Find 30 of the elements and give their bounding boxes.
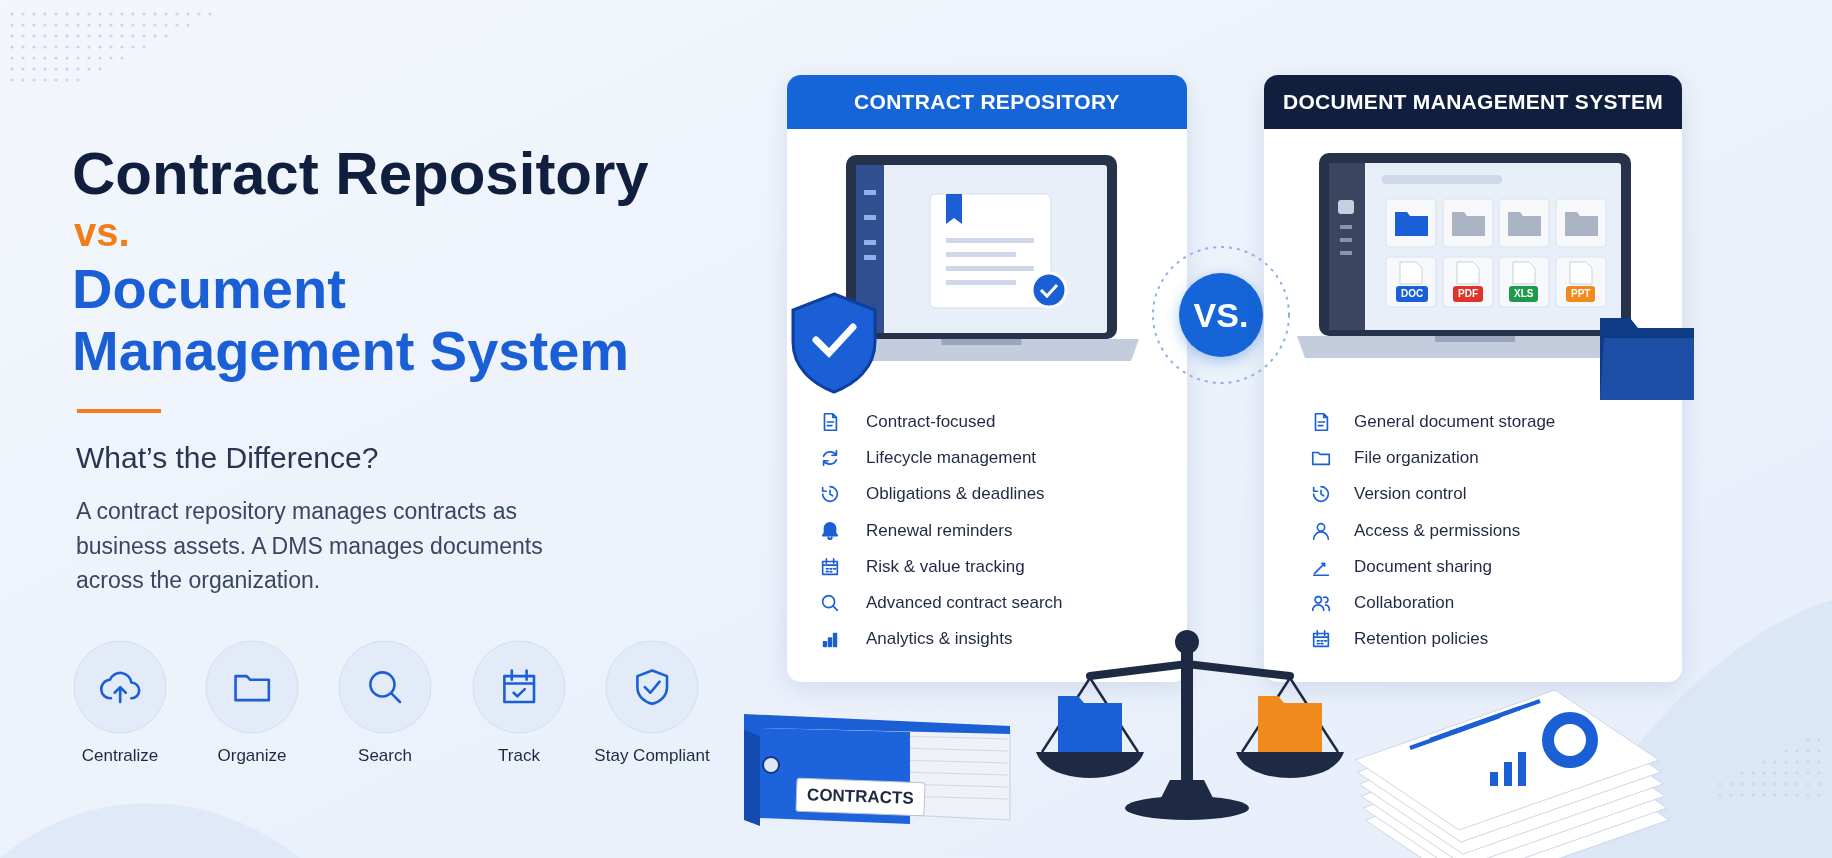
feature-text: Renewal reminders	[866, 519, 1013, 542]
feature-text: Document sharing	[1354, 555, 1492, 578]
title-text: vs.	[74, 209, 131, 256]
icon-label: Search	[357, 746, 413, 767]
file-type-tag: DOC	[1396, 286, 1429, 302]
card-header: CONTRACT REPOSITORY	[787, 75, 1187, 129]
file-type-tag: PDF	[1453, 286, 1483, 302]
feature-text: Version control	[1354, 483, 1467, 506]
feature-text: Retention policies	[1354, 628, 1489, 651]
feature-text: Access & permissions	[1354, 519, 1521, 542]
description-text: A contract repository manages contracts as business assets. A DMS manages documents across the organization.	[76, 497, 544, 595]
icon-label: Track	[497, 746, 541, 767]
file-type-tag: PPT	[1566, 286, 1596, 302]
feature-text: Contract-focused	[866, 411, 996, 433]
feature-text: Advanced contract search	[866, 592, 1063, 614]
feature-text: Obligations & deadlines	[866, 483, 1045, 506]
feature-text: Analytics & insights	[866, 628, 1013, 651]
icon-label: Stay Compliant	[593, 746, 711, 767]
feature-text: Risk & value tracking	[866, 555, 1025, 578]
feature-text: Lifecycle management	[866, 447, 1037, 470]
icon-label: Organize	[216, 746, 288, 767]
feature-text: General document storage	[1354, 411, 1556, 433]
card-header: DOCUMENT MANAGEMENT SYSTEM	[1264, 75, 1682, 129]
icon-label: Centralize	[80, 746, 160, 767]
title-text: Document Management System	[72, 258, 631, 382]
feature-text: File organization	[1354, 447, 1479, 470]
file-type-tag: XLS	[1509, 286, 1539, 302]
feature-text: Collaboration	[1354, 592, 1455, 614]
subtitle-text: What’s the Difference?	[76, 440, 380, 476]
title-text: Contract Repository	[72, 139, 650, 209]
